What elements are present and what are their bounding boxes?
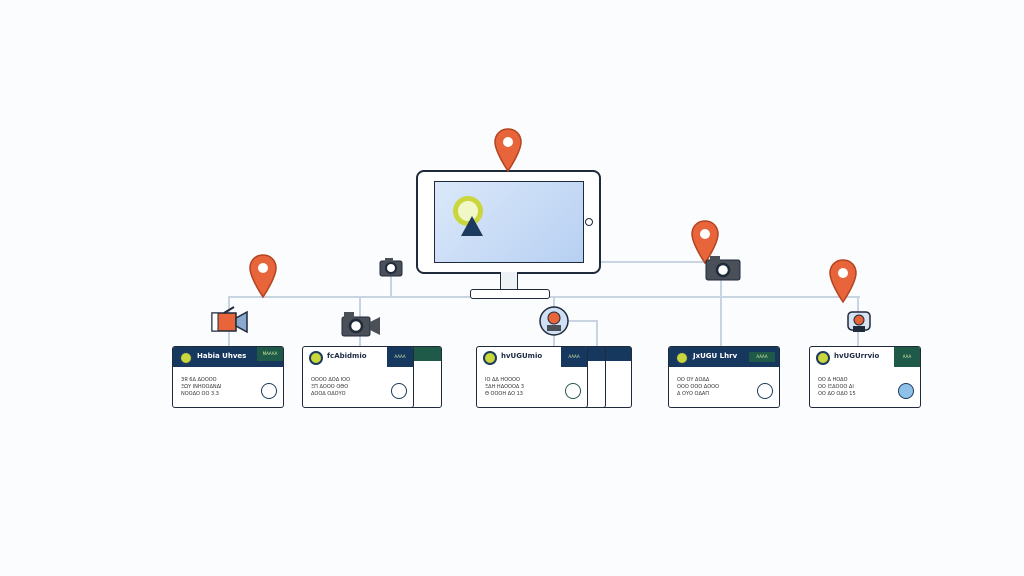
location-card[interactable]: fcAbidmio AAAA ΟΟΟΟ ΔΟΔ ΙΟΟ ΞΠ ΔΟΟΟ ΟΘΟ … [302, 346, 414, 408]
camera-icon [705, 256, 741, 281]
user-avatar-icon[interactable] [565, 383, 581, 399]
light-bulb-icon [179, 351, 193, 365]
card-title: hvUGUrrvio [834, 352, 880, 360]
camera-icon [341, 312, 380, 337]
monitor-button [585, 218, 593, 226]
card-title: JxUGU Lhrv [693, 352, 738, 360]
light-bulb-icon [675, 351, 689, 365]
connector [720, 280, 722, 346]
card-tag: AAAA [561, 347, 587, 367]
location-card[interactable]: hvUGUrrvio AAA ΟΟ Δ ΗΟΔΟ ΟΟ ΙΞΔΟΟΟ ΔΙ ΟΟ… [809, 346, 921, 408]
user-avatar-icon[interactable] [261, 383, 277, 399]
light-bulb-icon [309, 351, 323, 365]
monitor-screen [434, 181, 584, 263]
user-avatar-icon[interactable] [391, 383, 407, 399]
card-details: ΟΟΟΟ ΔΟΔ ΙΟΟ ΞΠ ΔΟΟΟ ΟΘΟ ΔΟΟΔ ΟΔΟΥΟ [311, 377, 351, 397]
user-location-icon [539, 306, 569, 336]
card-title: hvUGUmio [501, 352, 543, 360]
triangle-icon [461, 216, 483, 236]
monitor-icon [416, 170, 601, 274]
monitor-base [470, 289, 550, 299]
card-title: Habia Uhves [197, 352, 247, 360]
video-camera-icon [211, 306, 248, 334]
card-details: ΟΟ ΟΥ ΔΟΔΔ ΟΟΟ ΟΟΟ ΔΟΟΟ Δ ΟΥΟ ΟΔΑΠ [677, 377, 720, 397]
image-icon[interactable] [898, 383, 914, 399]
location-card[interactable]: hvUGUmio AAAA ΙΟ ΔΔ ΗΟΟΟΟ ΞΔΗ ΗΔΟΟΟΔ 3 Θ… [476, 346, 588, 408]
card-details: ЗЯ 6Δ ΔΟΟΟΟ ΞΩΥ ΙΝΗΟΟΔΝΔΙ ΝΟΟΔΟ ΟΟ 3.3 [181, 377, 222, 397]
location-card[interactable]: JxUGU Lhrv AAAA ΟΟ ΟΥ ΔΟΔΔ ΟΟΟ ΟΟΟ ΔΟΟΟ … [668, 346, 780, 408]
card-details: ΙΟ ΔΔ ΗΟΟΟΟ ΞΔΗ ΗΔΟΟΟΔ 3 Θ ΟΟΟΗ ΔΟ 13 [485, 377, 525, 397]
camera-icon [379, 258, 403, 277]
location-pin-icon [691, 220, 719, 265]
security-camera-icon [847, 311, 871, 332]
card-tag: AAAA [387, 347, 413, 367]
connector [596, 320, 598, 350]
light-bulb-icon [483, 351, 497, 365]
card-title: fcAbidmio [327, 352, 367, 360]
card-tag: AAA [894, 347, 920, 367]
light-bulb-icon [816, 351, 830, 365]
location-pin-icon [829, 259, 857, 304]
location-card[interactable]: Habia Uhves MAAAA ЗЯ 6Δ ΔΟΟΟΟ ΞΩΥ ΙΝΗΟΟΔ… [172, 346, 284, 408]
card-details: ΟΟ Δ ΗΟΔΟ ΟΟ ΙΞΔΟΟΟ ΔΙ ΟΟ ΔΟ ΟΔΟ 15 [818, 377, 856, 397]
user-avatar-icon[interactable] [757, 383, 773, 399]
location-pin-icon [249, 254, 277, 299]
connector [390, 275, 392, 297]
location-pin-icon [494, 128, 522, 173]
connector-right [600, 261, 710, 263]
connector [555, 320, 597, 322]
card-tag: AAAA [749, 352, 775, 362]
card-tag: MAAAA [257, 347, 283, 361]
